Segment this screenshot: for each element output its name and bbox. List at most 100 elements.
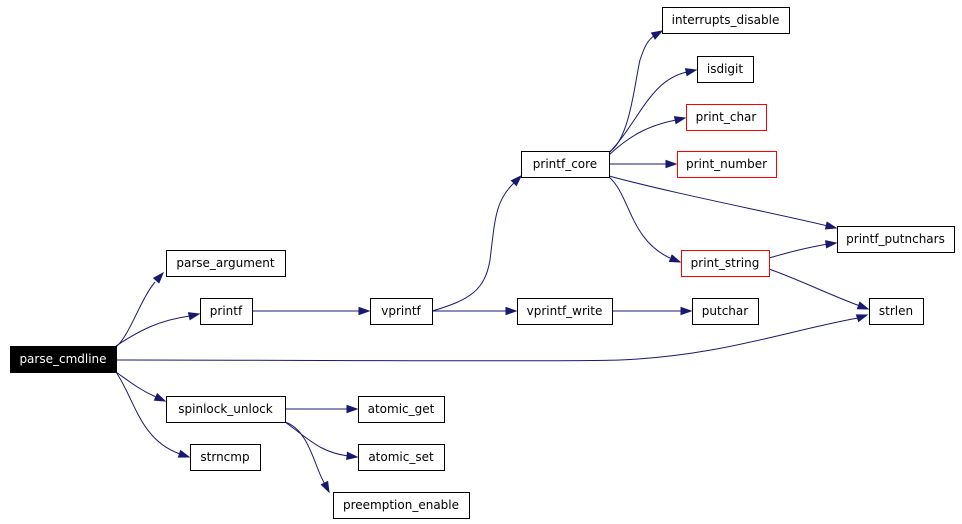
node-box[interactable] [681, 250, 770, 277]
arrowhead [152, 271, 165, 284]
node-print-string[interactable]: print_string [681, 250, 770, 277]
edge-vprintf-to-vprintf-write [432, 306, 518, 316]
edge-line [608, 175, 829, 227]
node-label: preemption_enable [343, 498, 459, 512]
node-label: parse_argument [176, 256, 275, 270]
node-label: interrupts_disable [672, 13, 780, 27]
node-box[interactable] [521, 151, 610, 178]
node-label: print_number [686, 157, 767, 171]
node-print-char[interactable]: print_char [686, 104, 767, 131]
edge-line [608, 71, 688, 154]
edges-layer [115, 30, 870, 494]
node-printf-putnchars[interactable]: printf_putnchars [837, 226, 955, 253]
edge-line [115, 281, 156, 348]
arrowhead [684, 68, 698, 77]
node-box[interactable] [358, 396, 445, 423]
edge-parse-cmdline-to-printf [115, 312, 201, 347]
node-atomic-set[interactable]: atomic_set [358, 444, 445, 471]
arrowhead [510, 174, 523, 187]
edge-spinlock-unlock-to-atomic-set [284, 421, 359, 461]
node-label: atomic_set [368, 450, 434, 464]
node-box[interactable] [333, 492, 470, 519]
arrowhead [320, 480, 330, 494]
edge-printf-core-to-interrupts-disable [608, 30, 664, 153]
edge-print-string-to-strlen [768, 268, 870, 310]
node-box[interactable] [358, 444, 445, 471]
edge-spinlock-unlock-to-preemption-enable [284, 421, 330, 494]
arrowhead [856, 301, 870, 310]
edge-line [115, 315, 191, 347]
node-printf-core[interactable]: printf_core [521, 151, 610, 178]
node-label: isdigit [707, 62, 743, 76]
edge-spinlock-unlock-to-atomic-get [285, 404, 359, 414]
edge-print-string-to-printf-putnchars [768, 240, 838, 259]
node-box[interactable] [677, 151, 777, 178]
arrowhead [177, 449, 191, 458]
edge-parse-cmdline-to-strlen [115, 314, 869, 362]
edge-line [768, 243, 829, 259]
node-preemption-enable[interactable]: preemption_enable [333, 492, 470, 519]
node-label: vprintf_write [527, 304, 603, 318]
arrowhead [665, 159, 678, 169]
edge-printf-core-to-isdigit [608, 68, 698, 154]
edge-line [115, 371, 181, 455]
node-label: putchar [702, 304, 748, 318]
edge-printf-to-vprintf [252, 306, 371, 316]
arrowhead [824, 221, 838, 230]
node-label: printf_putnchars [846, 232, 945, 246]
node-box[interactable] [517, 298, 613, 325]
arrowhead [673, 116, 687, 125]
edge-line [284, 421, 326, 485]
node-strncmp[interactable]: strncmp [190, 444, 261, 471]
edge-printf-core-to-print-number [609, 159, 678, 169]
edge-vprintf-write-to-putchar [612, 306, 693, 316]
node-box[interactable] [662, 7, 790, 34]
node-box[interactable] [692, 298, 759, 325]
node-label: printf [210, 304, 243, 318]
arrowhead [505, 306, 518, 316]
node-vprintf-write[interactable]: vprintf_write [517, 298, 613, 325]
node-label: strncmp [200, 450, 249, 464]
arrowhead [153, 392, 167, 402]
node-isdigit[interactable]: isdigit [697, 56, 754, 83]
node-interrupts-disable[interactable]: interrupts_disable [662, 7, 790, 34]
node-box[interactable] [166, 396, 286, 423]
node-label: atomic_get [368, 402, 435, 416]
edge-printf-core-to-print-string [608, 176, 682, 263]
node-label: vprintf [381, 304, 421, 318]
node-printf[interactable]: printf [200, 298, 253, 325]
arrowhead [187, 312, 201, 321]
node-spinlock-unlock[interactable]: spinlock_unlock [166, 396, 286, 423]
node-box[interactable] [10, 346, 117, 373]
edge-line [115, 371, 157, 398]
arrowhead [680, 306, 693, 316]
arrowhead [346, 404, 359, 414]
edge-vprintf-to-printf-core [431, 174, 523, 312]
node-print-number[interactable]: print_number [677, 151, 777, 178]
node-box[interactable] [200, 298, 253, 325]
node-box[interactable] [190, 444, 261, 471]
arrowhead [346, 451, 359, 461]
node-strlen[interactable]: strlen [869, 298, 924, 325]
node-parse-argument[interactable]: parse_argument [166, 250, 286, 277]
edge-line [768, 268, 861, 307]
node-putchar[interactable]: putchar [692, 298, 759, 325]
node-label: print_char [696, 110, 757, 124]
node-parse-cmdline[interactable]: parse_cmdline [10, 346, 117, 373]
arrowhead [650, 30, 664, 40]
node-box[interactable] [686, 104, 767, 131]
node-box[interactable] [869, 298, 924, 325]
edge-line [608, 119, 677, 156]
node-label: spinlock_unlock [178, 402, 273, 416]
node-box[interactable] [837, 226, 955, 253]
node-box[interactable] [370, 298, 433, 325]
node-box[interactable] [697, 56, 754, 83]
node-label: strlen [879, 304, 913, 318]
node-box[interactable] [166, 250, 286, 277]
node-label: parse_cmdline [19, 352, 106, 366]
edge-printf-core-to-printf-putnchars [608, 175, 838, 230]
node-atomic-get[interactable]: atomic_get [358, 396, 445, 423]
node-vprintf[interactable]: vprintf [370, 298, 433, 325]
